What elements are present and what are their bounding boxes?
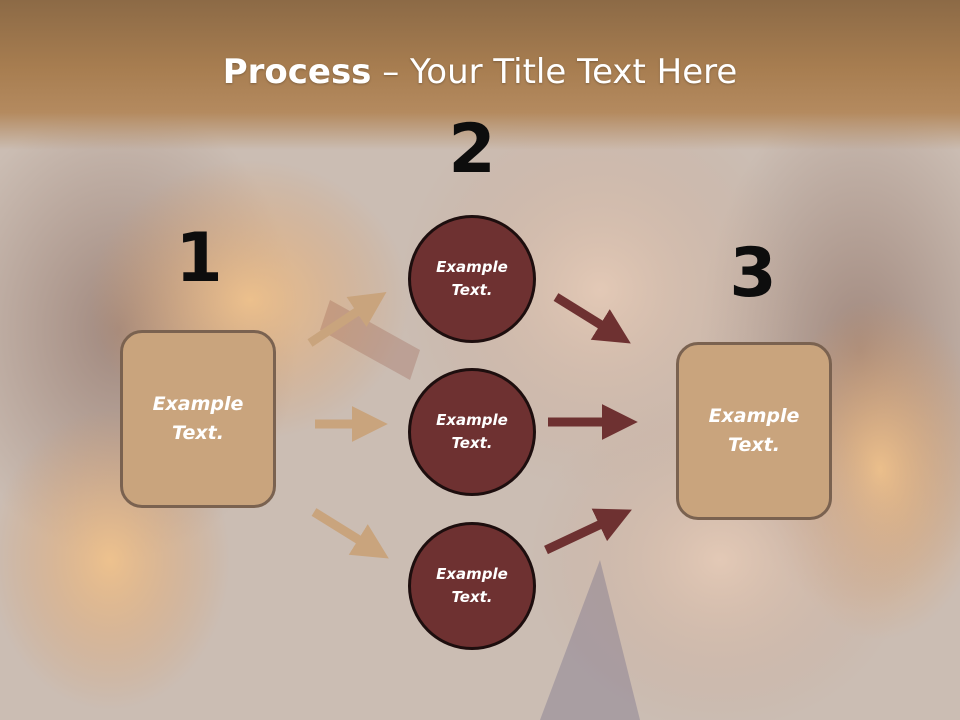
arrow-left-bottom [311,508,389,559]
slide-title: Process – Your Title Text Here [0,52,960,92]
step-2-circle-top: Example Text. [408,215,536,343]
step-number-3: 3 [729,234,777,313]
step-3-box: Example Text. [676,342,832,520]
step-2-circle-bottom: Example Text. [408,522,536,650]
arrow-left-top [307,292,387,347]
circle-bottom-line2: Text. [451,588,493,606]
step-1-box-line2: Text. [172,422,224,444]
step-1-box: Example Text. [120,330,276,508]
circle-top-line1: Example [436,258,508,276]
arrow-right-top [553,293,631,344]
step-2-circle-middle: Example Text. [408,368,536,496]
title-band [0,0,960,150]
circle-middle-line1: Example [436,411,508,429]
title-rest: – Your Title Text Here [371,52,738,92]
step-number-2: 2 [448,110,496,189]
step-3-box-line1: Example [708,405,800,427]
circle-middle-line2: Text. [451,434,493,452]
step-3-box-line2: Text. [728,434,780,456]
step-number-1: 1 [175,219,223,298]
circle-top-line2: Text. [451,281,493,299]
title-bold: Process [222,52,372,92]
step-1-box-line1: Example [152,393,244,415]
circle-bottom-line1: Example [436,565,508,583]
arrow-right-bottom [544,508,632,555]
